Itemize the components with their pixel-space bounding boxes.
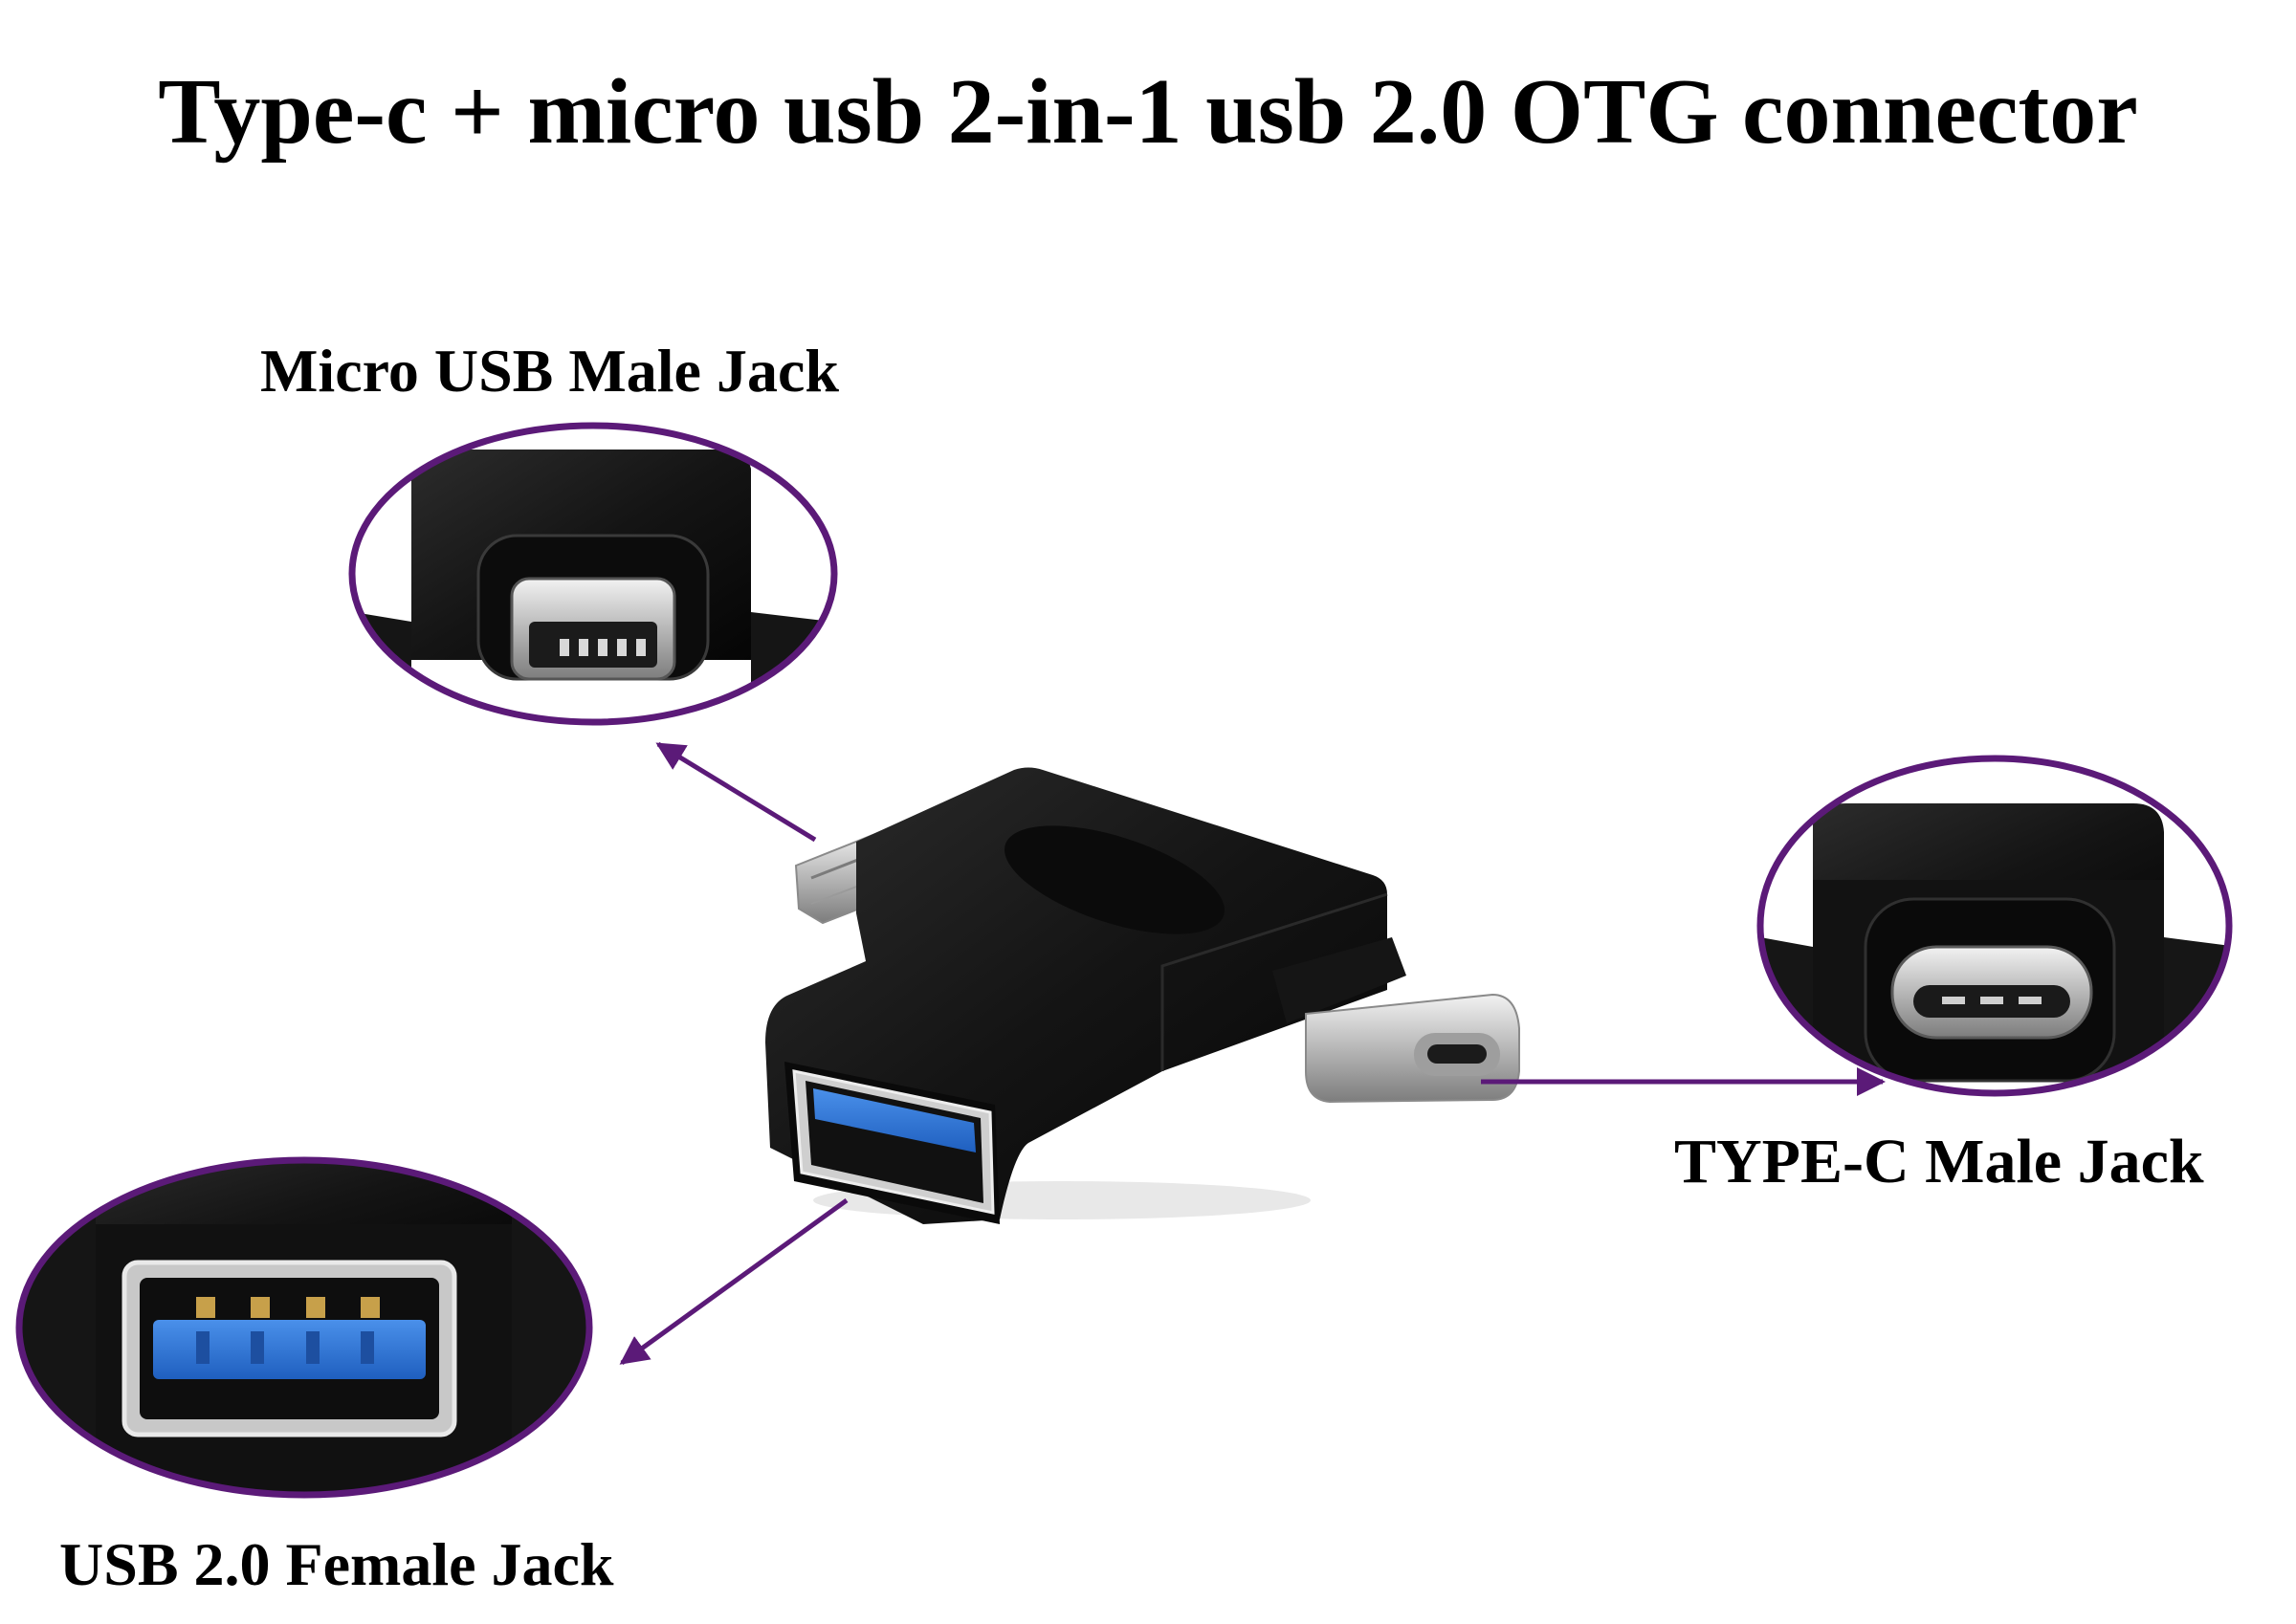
type-c-label: TYPE-C Male Jack (1674, 1127, 2204, 1196)
callout-arrows (619, 741, 1886, 1366)
usb-female-ring (15, 1156, 593, 1499)
page-title: Type-c + micro usb 2-in-1 usb 2.0 OTG co… (158, 60, 2138, 164)
type-c-plug (1272, 937, 1520, 1104)
arrow-to-usb-female (619, 1197, 849, 1366)
usb-female-port (784, 1062, 1000, 1224)
arrow-to-micro-usb (655, 741, 817, 843)
micro-usb-inset (348, 422, 838, 726)
usb-female-inset (15, 1156, 593, 1499)
type-c-inset (1756, 755, 2233, 1097)
otg-adapter (765, 767, 1520, 1224)
usb-female-label: USB 2.0 Female Jack (59, 1530, 614, 1598)
micro-usb-label: Micro USB Male Jack (260, 337, 839, 405)
micro-usb-ring (348, 422, 838, 726)
type-c-ring (1756, 755, 2233, 1097)
